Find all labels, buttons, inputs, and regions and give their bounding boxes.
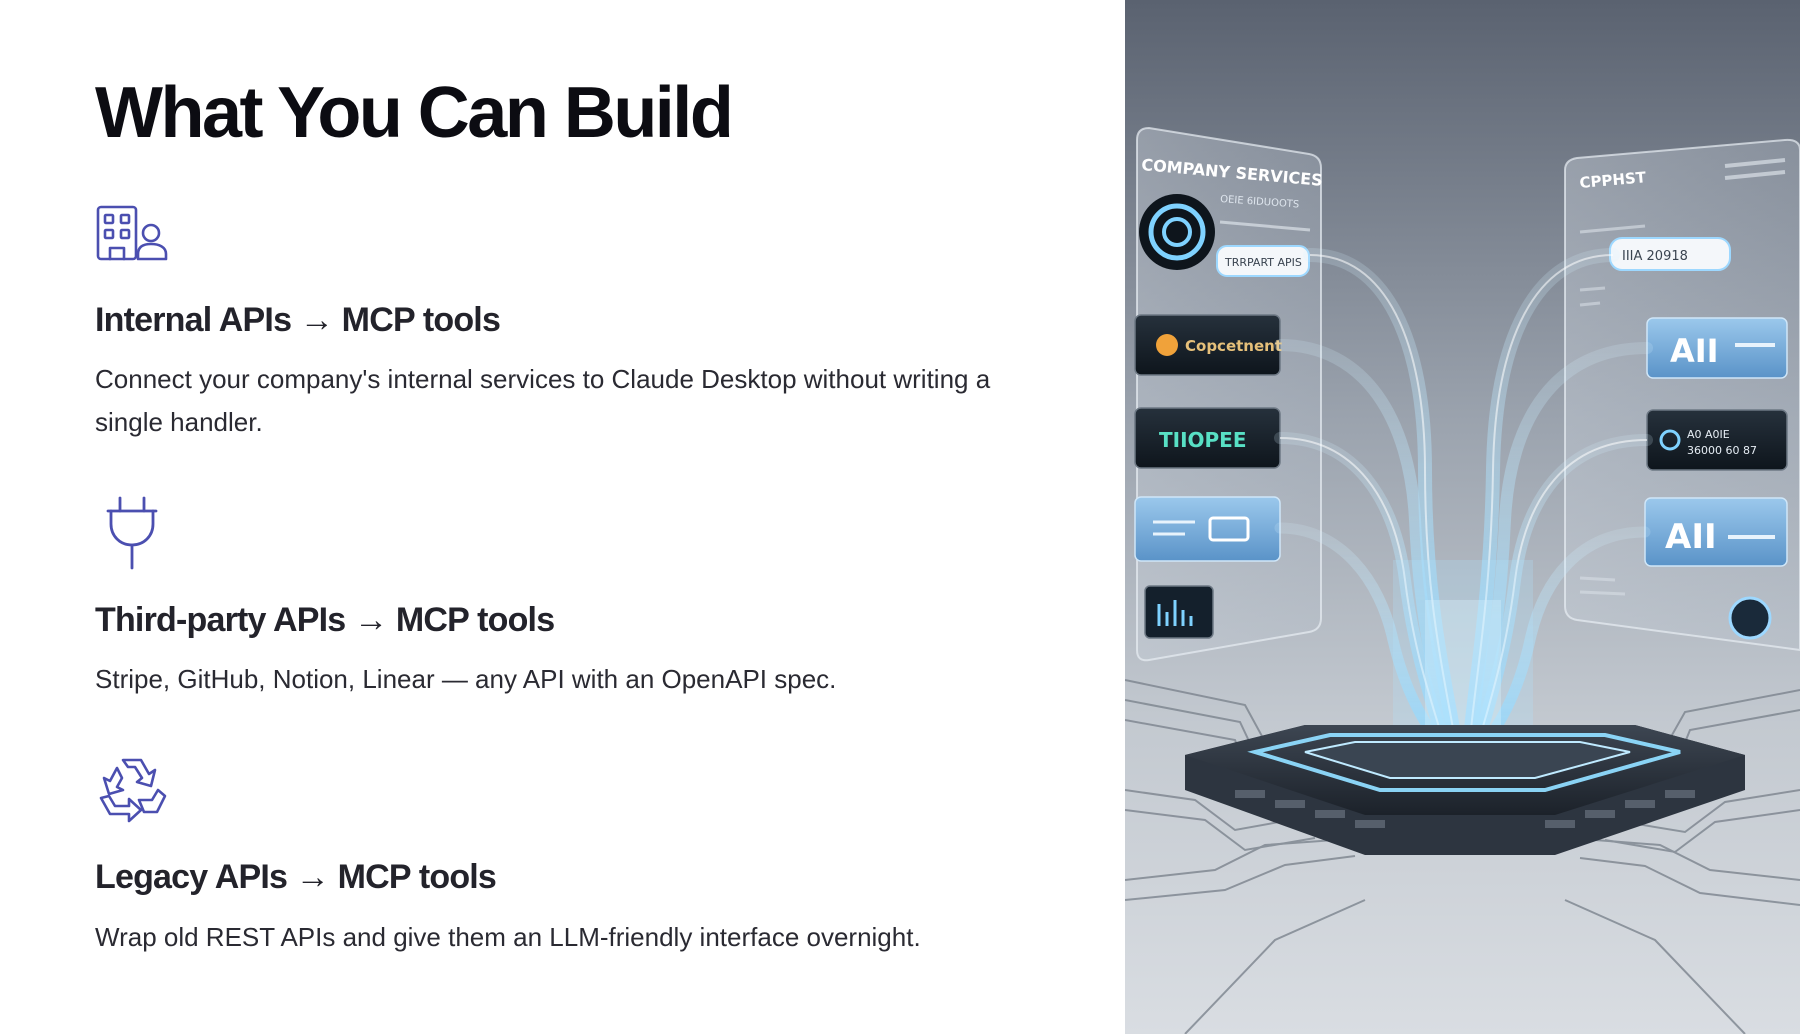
content-pane: What You Can Build Internal APIs → MCP t… [95, 73, 1035, 952]
feature-heading: Internal APIs → MCP tools [95, 301, 501, 339]
feature-heading: Legacy APIs → MCP tools [95, 858, 497, 896]
right-panel-title: CPPHST [1579, 168, 1648, 192]
right-chip-label: IIIA 20918 [1622, 249, 1688, 264]
page-title: What You Can Build [95, 73, 734, 153]
building-user-icon [95, 204, 169, 278]
right-card-1-label: AII [1670, 332, 1719, 370]
feature-description: Stripe, GitHub, Notion, Linear — any API… [95, 664, 837, 694]
left-chip-label: TRRPART APIS [1224, 256, 1302, 269]
left-card-2-label: TIIOPEE [1159, 428, 1247, 452]
illustration-panel: COMPANY SERVICES OEIE 6IDUOOTS TRRPART A… [1125, 0, 1800, 1034]
feature-description: Wrap old REST APIs and give them an LLM-… [95, 922, 921, 952]
feature-description: Connect your company's internal services… [95, 364, 991, 437]
feature-legacy-apis: Legacy APIs → MCP tools Wrap old REST AP… [95, 754, 1035, 952]
feature-third-party-apis: Third-party APIs → MCP tools Stripe, Git… [95, 496, 1035, 694]
right-card-2-line1: A0 A0IE [1687, 428, 1730, 441]
api-hub-illustration: COMPANY SERVICES OEIE 6IDUOOTS TRRPART A… [1125, 126, 1800, 1034]
plug-icon [95, 496, 169, 570]
recycle-icon [95, 754, 169, 828]
feature-internal-apis: Internal APIs → MCP tools Connect your c… [95, 204, 1035, 437]
right-card-2-line2: 36000 60 87 [1687, 444, 1757, 457]
right-card-3-label: AII [1665, 517, 1717, 557]
feature-heading: Third-party APIs → MCP tools [95, 601, 555, 639]
left-card-1-label: Copcetnent [1185, 337, 1282, 355]
